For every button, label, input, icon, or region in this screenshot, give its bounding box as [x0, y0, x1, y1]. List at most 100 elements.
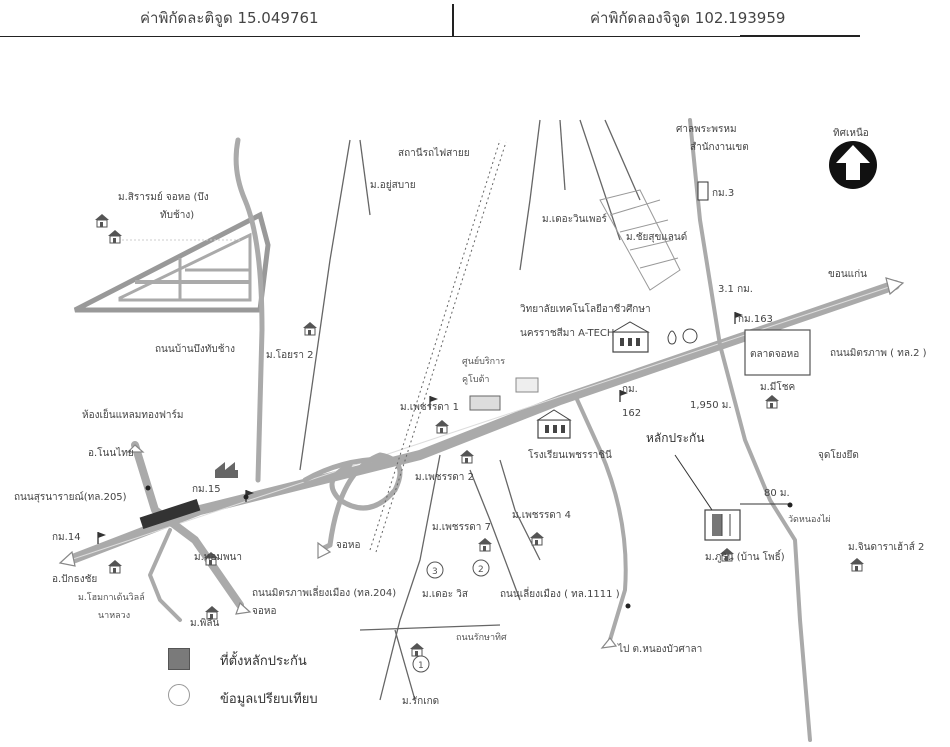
legend-comparison-swatch: [168, 684, 190, 706]
legend-collateral-label: ที่ตั้งหลักประกัน: [220, 654, 307, 669]
label-meeyok: ม.มีโชค: [760, 380, 795, 393]
longitude-label: ค่าพิกัดลองจิจูด 102.193959: [590, 9, 786, 27]
school-icon: [536, 409, 572, 439]
label-ruksabai: ม.อยู่สบาย: [370, 180, 416, 191]
label-college-2: นครราชสีมา A-TECH: [520, 327, 614, 339]
house-icon: [764, 394, 780, 409]
legend-collateral-swatch: [168, 648, 190, 670]
label-phetcharat7: ม.เพชรรดา 7: [432, 522, 491, 533]
label-kubota: ศูนย์บริการ: [462, 355, 505, 367]
latitude-label: ค่าพิกัดละติจูด 15.049761: [140, 9, 319, 27]
label-sirarom: ม.สิรารมย์ จอหอ (บึง: [118, 191, 209, 203]
house-icon: [529, 531, 545, 546]
label-office: สำนักงานเขต: [690, 142, 749, 153]
label-dawin: ม.เดอะวินเพอร์: [542, 213, 608, 225]
svg-text:3: 3: [432, 567, 438, 577]
khonkaen-arrow-icon: [885, 277, 905, 296]
label-homphana: ม.หอมพนา: [194, 552, 242, 563]
benchmark-pointer: [674, 454, 713, 511]
kubota-sign-2: [515, 377, 539, 393]
highway-centerline: [69, 284, 896, 561]
house-icon: [107, 559, 123, 574]
label-phetcharat2: ม.เพชรรดา 2: [415, 472, 474, 483]
label-surin: ม.ภูริน (บ้าน โพธิ์): [705, 549, 785, 563]
label-km14: กม.14: [52, 532, 81, 543]
bridge-marker: [139, 499, 201, 529]
north-arrow-icon: [829, 141, 877, 189]
coordinate-header: ค่าพิกัดละติจูด 15.049761 ค่าพิกัดลองจิจ…: [0, 0, 950, 38]
label-bueng-road: ถนนบ้านบึงทับช้าง: [155, 343, 235, 355]
label-km3: กม.3: [712, 188, 734, 199]
label-phetsiri: ม.เดอะ วิส: [422, 589, 468, 600]
label-khonkaen: ขอนแก่น: [828, 269, 867, 280]
label-kubota-2: คูโบต้า: [462, 374, 489, 385]
label-sirarom-2: ทับช้าง): [160, 209, 194, 221]
label-johor: จอหอ: [336, 540, 360, 551]
market-block: [744, 329, 811, 376]
label-benchmark: หลักประกัน: [646, 431, 705, 445]
kubota-sign: [469, 395, 501, 411]
label-nonthai: อ.โนนไทย: [88, 446, 134, 459]
header-underline: [0, 36, 860, 37]
label-phetlin: ม.พิลิน: [190, 618, 219, 629]
house-icon: [409, 642, 425, 657]
legend-comparison-label: ข้อมูลเปรียบเทียบ: [220, 692, 318, 707]
suranarai-road: [131, 441, 244, 609]
factory-icon: [215, 462, 238, 478]
label-nongbua: ไป ต.หนองบัวศาลา: [617, 643, 702, 655]
label-distance-3-1: 3.1 กม.: [718, 284, 753, 295]
label-wongsawat: ม.จินดาราเฮ้าส์ 2: [848, 541, 924, 553]
compass-label: ทิศเหนือ: [833, 127, 869, 139]
label-oyra2: ม.โอยรา 2: [266, 348, 314, 361]
label-nakhon: นาหลวง: [98, 611, 130, 621]
header-underline-accent: [740, 35, 860, 37]
label-school: โรงเรียนเพชรราชินี: [528, 448, 612, 461]
label-market: ตลาดจอหอ: [750, 349, 799, 360]
label-college: วิทยาลัยเทคโนโลยีอาชีวศึกษา: [520, 302, 651, 315]
gas-station-icon: [667, 328, 698, 345]
label-sanmahaprom: ศาลพระพรหม: [676, 124, 737, 135]
label-dist1950: 1,950 ม.: [690, 400, 732, 411]
label-johor-2: จอหอ: [252, 606, 276, 617]
pakthongchai-arrow-icon: [58, 550, 76, 567]
sirarom-village-block: [73, 211, 271, 313]
label-raksathit: ถนนรักษาทิศ: [456, 632, 507, 643]
label-km163: กม.163: [738, 314, 773, 325]
label-chuchai: ม.ชัยสุขแลนด์: [626, 231, 687, 243]
house-icon: [94, 213, 110, 228]
north-road: [688, 118, 722, 347]
comparison-point-3: 3: [426, 561, 444, 579]
label-km162: กม.: [622, 384, 638, 395]
header-divider: [452, 4, 454, 36]
subdivision-grid: [599, 189, 681, 291]
comparison-point-2: 2: [472, 559, 490, 577]
svg-text:1: 1: [418, 661, 424, 671]
johor-arrow-icon: [317, 541, 332, 559]
railway-line: [369, 139, 501, 551]
johor2-arrow-icon: [235, 601, 252, 615]
collateral-location: [704, 509, 741, 541]
nongbua-arrow-icon: [600, 637, 618, 649]
label-suranarai: ถนนสุรนารายณ์(ทล.205): [14, 491, 127, 503]
house-icon: [434, 419, 450, 434]
label-rakkhet: ม.รักเกด: [402, 696, 439, 707]
college-school-icon: [611, 321, 650, 353]
label-cold-storage: ห้องเย็นแหลมทองฟาร์ม: [82, 407, 184, 421]
house-icon: [107, 229, 123, 244]
south-road: [718, 343, 812, 742]
house-icon: [849, 557, 865, 572]
label-km162b: 162: [622, 408, 641, 419]
label-phetcharat4: ม.เพชรรดา 4: [512, 510, 571, 521]
label-km15: กม.15: [192, 484, 221, 495]
label-jodyuad: จุดโยงยึด: [818, 448, 859, 461]
label-lianmueang: ถนนเลี่ยงเมือง ( ทล.1111 ): [500, 586, 620, 600]
label-phetcharat1: ม.เพชรรดา 1: [400, 402, 459, 413]
liang-mueang-road: [573, 393, 628, 642]
bueng-thap-chang-road: [233, 137, 265, 483]
label-mittraphap2: ถนนมิตรภาพ ( ทล.2 ): [830, 348, 927, 359]
label-pakthongchai: อ.ปักธงชัย: [52, 574, 97, 585]
label-watnongwa: วัดหนองไผ่: [788, 514, 831, 525]
km3-marker-icon: [697, 181, 709, 201]
label-mittraphap204: ถนนมิตรภาพเลี่ยงเมือง (ทล.204): [252, 585, 396, 599]
